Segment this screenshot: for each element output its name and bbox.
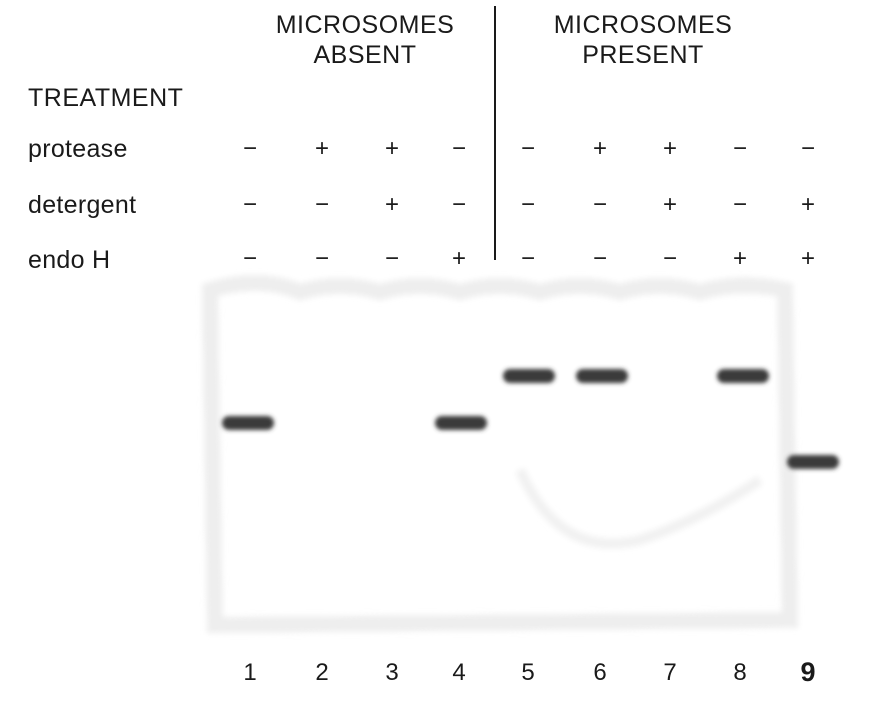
- header-absent-line1: MICROSOMES: [275, 11, 455, 39]
- sign-row1-lane1: −: [242, 135, 257, 162]
- sign-row2-lane1: −: [242, 191, 257, 218]
- sign-row2-lane5: −: [520, 191, 535, 218]
- sign-row2-lane7: +: [662, 191, 677, 218]
- lane-number-5: 5: [521, 659, 535, 686]
- row-label-detergent: detergent: [28, 191, 137, 219]
- sign-row1-lane9: −: [800, 135, 815, 162]
- sign-row1-lane7: +: [662, 135, 677, 162]
- sign-row2-lane6: −: [592, 191, 607, 218]
- band-lane-6: [576, 369, 628, 383]
- sign-row2-lane2: −: [314, 191, 329, 218]
- sign-row1-lane4: −: [451, 135, 466, 162]
- header-absent-line2: ABSENT: [313, 41, 417, 69]
- lane-number-1: 1: [243, 659, 257, 686]
- sign-row3-lane7: −: [662, 245, 677, 272]
- sign-row1-lane2: +: [314, 135, 329, 162]
- gel-smear: [515, 467, 763, 549]
- header-present-line2: PRESENT: [582, 41, 704, 69]
- row-label-endo-h: endo H: [28, 246, 111, 274]
- band-lane-9: [787, 455, 839, 469]
- header-microsomes-present: MICROSOMES PRESENT: [528, 10, 758, 70]
- lane-number-8: 8: [733, 659, 747, 686]
- lane-number-3: 3: [385, 659, 399, 686]
- lane-number-9: 9: [800, 657, 816, 687]
- treatment-title: TREATMENT: [28, 84, 184, 112]
- sign-row3-lane9: +: [800, 245, 815, 272]
- sign-row3-lane1: −: [242, 245, 257, 272]
- sign-row2-lane4: −: [451, 191, 466, 218]
- gel-outline: [201, 275, 799, 634]
- sign-row3-lane6: −: [592, 245, 607, 272]
- sign-row3-lane8: +: [732, 245, 747, 272]
- band-lane-1: [222, 416, 274, 430]
- band-lane-4: [435, 416, 487, 430]
- lane-number-2: 2: [315, 659, 329, 686]
- lane-number-6: 6: [593, 659, 607, 686]
- sign-row2-lane8: −: [732, 191, 747, 218]
- sign-row1-lane3: +: [384, 135, 399, 162]
- header-microsomes-absent: MICROSOMES ABSENT: [250, 10, 480, 70]
- lane-number-4: 4: [452, 659, 466, 686]
- sign-row3-lane4: +: [451, 245, 466, 272]
- divider-line: [494, 6, 496, 260]
- sign-row3-lane5: −: [520, 245, 535, 272]
- sign-row1-lane6: +: [592, 135, 607, 162]
- sign-row1-lane5: −: [520, 135, 535, 162]
- sign-row3-lane3: −: [384, 245, 399, 272]
- band-lane-8: [717, 369, 769, 383]
- sign-row2-lane9: +: [800, 191, 815, 218]
- sign-row2-lane3: +: [384, 191, 399, 218]
- sign-row3-lane2: −: [314, 245, 329, 272]
- header-present-line1: MICROSOMES: [553, 11, 733, 39]
- sign-row1-lane8: −: [732, 135, 747, 162]
- lane-number-7: 7: [663, 659, 677, 686]
- row-label-protease: protease: [28, 135, 128, 163]
- band-lane-5: [503, 369, 555, 383]
